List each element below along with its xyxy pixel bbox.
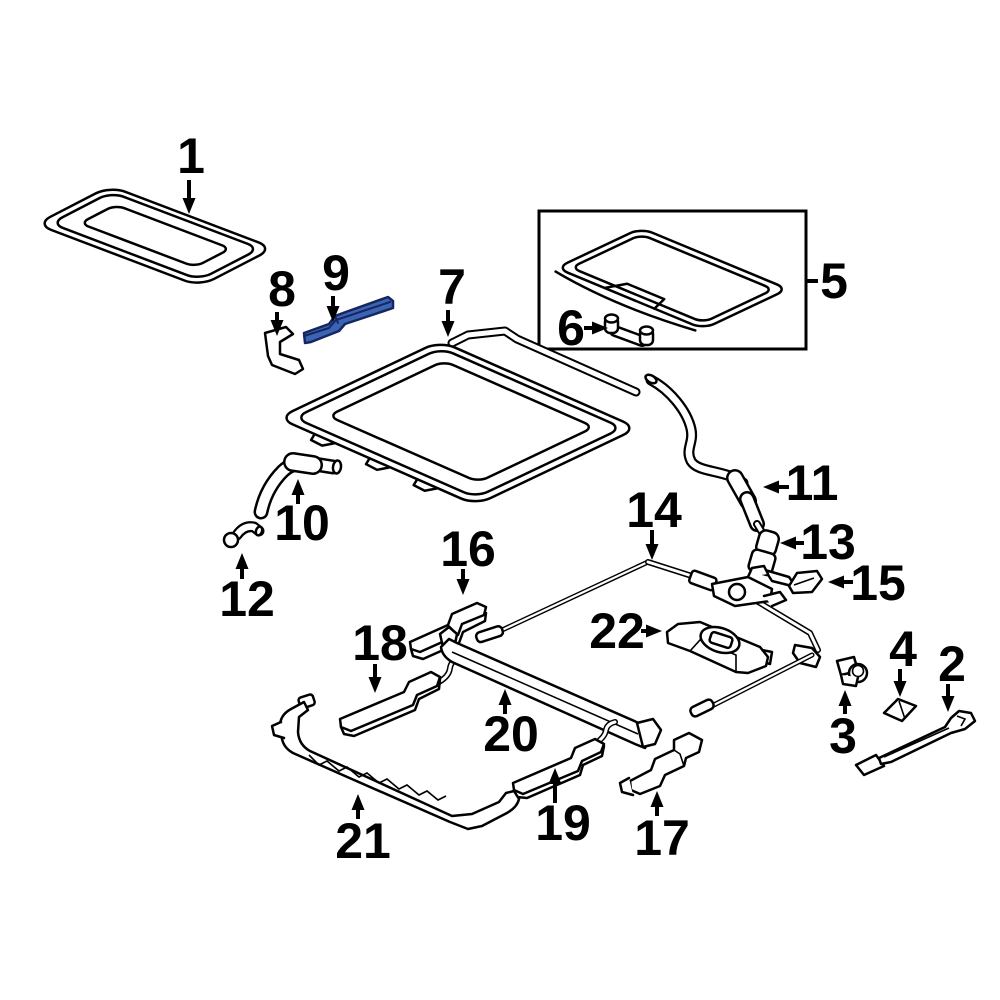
part-arrowhead-3 <box>838 690 852 706</box>
callout-4: 4 <box>889 621 917 697</box>
part-17-bracket <box>618 731 704 797</box>
part-arrowhead-18 <box>368 677 382 693</box>
part-arrowhead-4 <box>893 681 907 697</box>
callout-14: 14 <box>626 482 682 560</box>
callout-21: 21 <box>335 794 391 869</box>
part-5-sunshade <box>546 228 788 334</box>
part-label-5: 5 <box>820 253 848 309</box>
part-arrowhead-14 <box>645 544 659 560</box>
part-label-7: 7 <box>438 259 466 315</box>
part-arrowhead-13 <box>780 536 796 550</box>
part-label-10: 10 <box>274 495 330 551</box>
callout-17: 17 <box>634 791 690 866</box>
callout-18: 18 <box>352 615 408 693</box>
callout-22: 22 <box>589 603 662 659</box>
part-arrowhead-8 <box>270 320 284 336</box>
part-22-motor <box>665 620 770 675</box>
callout-10: 10 <box>274 479 330 551</box>
callout-15: 15 <box>828 555 906 611</box>
callout-1: 1 <box>177 128 205 214</box>
part-arrowhead-9 <box>326 306 340 322</box>
part-label-9: 9 <box>322 245 350 301</box>
part-arrowhead-16 <box>456 579 470 595</box>
part-10-drain-tube-front <box>253 452 343 520</box>
callout-20: 20 <box>483 689 539 762</box>
callout-16: 16 <box>440 521 496 595</box>
part-13-grommet <box>747 529 798 589</box>
part-9-highlight <box>302 295 395 345</box>
part-label-15: 15 <box>850 555 906 611</box>
part-label-20: 20 <box>483 706 539 762</box>
part-arrowhead-11 <box>763 480 779 494</box>
part-8-bracket <box>263 325 305 376</box>
callout-6: 6 <box>557 300 608 356</box>
part-14-cable-assembly <box>474 559 822 718</box>
part-label-21: 21 <box>335 813 391 869</box>
part-4-pad <box>882 697 918 723</box>
part-arrowhead-19 <box>548 768 562 784</box>
callout-2: 2 <box>938 636 966 712</box>
callout-12: 12 <box>219 553 275 627</box>
callout-11: 11 <box>763 455 838 511</box>
part-12-clip <box>222 521 265 549</box>
part-label-17: 17 <box>634 810 690 866</box>
part-arrowhead-21 <box>351 794 365 810</box>
part-arrowhead-1 <box>182 198 196 214</box>
part-label-22: 22 <box>589 603 645 659</box>
part-label-8: 8 <box>268 261 296 317</box>
part-20-rail <box>438 625 663 750</box>
part-6-handle <box>603 313 655 347</box>
callout-13: 13 <box>780 514 856 570</box>
part-label-3: 3 <box>829 708 857 764</box>
callout-9: 9 <box>322 245 350 322</box>
part-label-12: 12 <box>219 571 275 627</box>
part-arrowhead-15 <box>828 575 844 589</box>
part-7-frame <box>269 326 641 509</box>
part-label-16: 16 <box>440 521 496 577</box>
callout-3: 3 <box>829 690 857 764</box>
part-arrowhead-2 <box>941 696 955 712</box>
part-label-11: 11 <box>786 455 839 511</box>
part-arrowhead-12 <box>235 553 249 569</box>
part-21-frame-trim <box>270 693 521 831</box>
part-3-knob <box>835 655 869 688</box>
part-11-drain-tube-rear <box>644 373 767 538</box>
part-1-glass-panel <box>36 186 273 286</box>
part-label-6: 6 <box>557 300 585 356</box>
callout-19: 19 <box>535 768 591 851</box>
part-arrowhead-10 <box>291 479 305 495</box>
callout-8: 8 <box>268 261 296 336</box>
part-arrowhead-20 <box>498 689 512 705</box>
part-2-deflector-blade <box>854 709 977 777</box>
callout-7: 7 <box>438 259 466 337</box>
part-arrowhead-22 <box>646 624 662 638</box>
part-label-2: 2 <box>938 636 966 692</box>
part-arrowhead-6 <box>592 321 608 335</box>
part-15-clip <box>787 569 824 595</box>
part-label-1: 1 <box>177 128 205 184</box>
part-label-13: 13 <box>800 514 856 570</box>
part-label-19: 19 <box>535 795 591 851</box>
part-arrowhead-7 <box>441 321 455 337</box>
part-label-18: 18 <box>352 615 408 671</box>
part-arrowhead-17 <box>650 791 664 807</box>
callout-5: 5 <box>806 253 848 309</box>
part-label-4: 4 <box>889 621 917 677</box>
part-label-14: 14 <box>626 482 682 538</box>
